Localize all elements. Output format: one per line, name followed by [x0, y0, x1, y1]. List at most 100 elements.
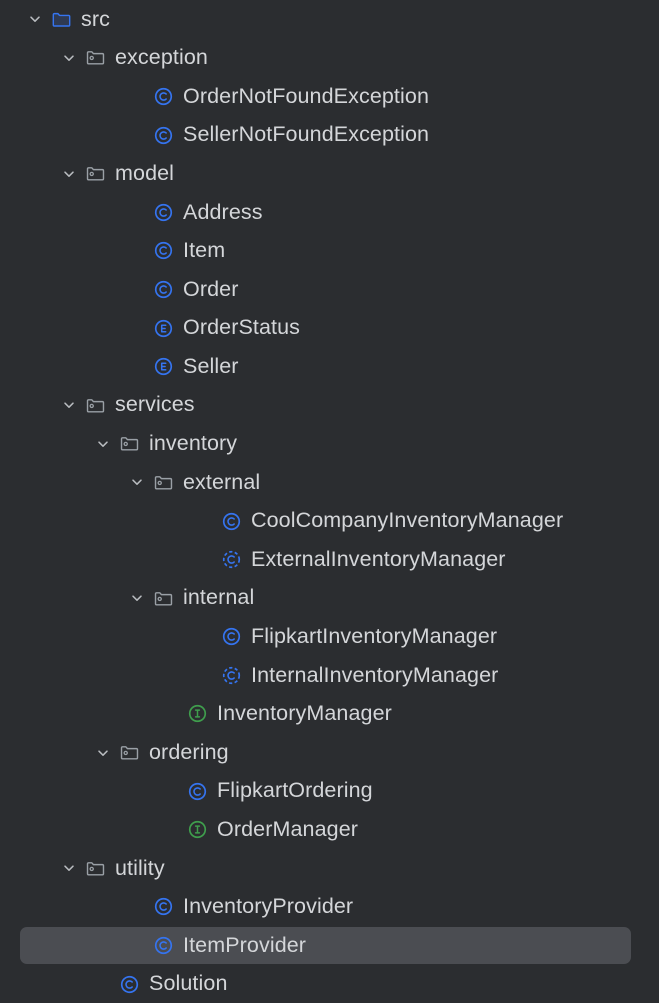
tree-row[interactable]: services — [0, 386, 659, 425]
tree-row[interactable]: ItemProvider — [0, 926, 659, 965]
chevron-down-icon[interactable] — [58, 394, 80, 416]
tree-row[interactable]: SellerNotFoundException — [0, 116, 659, 155]
indent-spacer — [0, 559, 194, 560]
tree-row[interactable]: OrderStatus — [0, 309, 659, 348]
tree-row-label: external — [183, 469, 261, 494]
tree-row-content: Order — [0, 270, 238, 309]
indent-spacer — [0, 636, 194, 637]
package-folder-icon — [84, 394, 106, 416]
tree-row[interactable]: FlipkartOrdering — [0, 772, 659, 811]
class-icon — [186, 780, 208, 802]
tree-row[interactable]: exception — [0, 39, 659, 78]
chevron-placeholder — [194, 510, 216, 532]
tree-row[interactable]: inventory — [0, 425, 659, 464]
class-icon — [152, 85, 174, 107]
indent-spacer — [0, 598, 126, 599]
tree-row[interactable]: ordering — [0, 733, 659, 772]
indent-spacer — [0, 328, 126, 329]
indent-spacer — [0, 289, 126, 290]
package-folder-icon — [118, 433, 140, 455]
chevron-down-icon[interactable] — [58, 857, 80, 879]
chevron-down-icon[interactable] — [92, 433, 114, 455]
chevron-placeholder — [160, 703, 182, 725]
indent-spacer — [0, 906, 126, 907]
class-icon — [220, 510, 242, 532]
chevron-placeholder — [126, 356, 148, 378]
tree-row[interactable]: external — [0, 463, 659, 502]
indent-spacer — [0, 96, 126, 97]
chevron-placeholder — [160, 780, 182, 802]
class-icon — [220, 626, 242, 648]
tree-row-content: InventoryManager — [0, 695, 392, 734]
chevron-placeholder — [194, 664, 216, 686]
interface-icon — [186, 703, 208, 725]
class-icon — [152, 278, 174, 300]
tree-row[interactable]: InventoryManager — [0, 695, 659, 734]
tree-row-label: Address — [183, 199, 263, 224]
chevron-down-icon[interactable] — [126, 471, 148, 493]
source-folder-icon — [50, 8, 72, 30]
tree-row[interactable]: model — [0, 154, 659, 193]
indent-spacer — [0, 57, 58, 58]
tree-row[interactable]: Seller — [0, 347, 659, 386]
tree-row-content: InternalInventoryManager — [0, 656, 498, 695]
tree-row-content: Seller — [0, 347, 239, 386]
indent-spacer — [0, 443, 92, 444]
tree-row-label: InventoryProvider — [183, 894, 354, 919]
tree-row[interactable]: OrderManager — [0, 810, 659, 849]
tree-row[interactable]: Item — [0, 232, 659, 271]
tree-row-label: services — [115, 392, 195, 417]
chevron-down-icon[interactable] — [92, 742, 114, 764]
chevron-placeholder — [126, 201, 148, 223]
tree-row[interactable]: utility — [0, 849, 659, 888]
package-folder-icon — [152, 471, 174, 493]
tree-row-content: Address — [0, 193, 263, 232]
tree-row-label: Item — [183, 238, 226, 263]
tree-row-content: utility — [0, 849, 165, 888]
tree-row[interactable]: InternalInventoryManager — [0, 656, 659, 695]
tree-row[interactable]: CoolCompanyInventoryManager — [0, 502, 659, 541]
enum-icon — [152, 317, 174, 339]
tree-row-content: services — [0, 386, 195, 425]
tree-row[interactable]: internal — [0, 579, 659, 618]
tree-row-label: Solution — [149, 971, 228, 996]
indent-spacer — [0, 173, 58, 174]
indent-spacer — [0, 675, 194, 676]
chevron-down-icon[interactable] — [58, 163, 80, 185]
tree-row[interactable]: OrderNotFoundException — [0, 77, 659, 116]
indent-spacer — [0, 752, 92, 753]
tree-row-label: OrderManager — [217, 817, 359, 842]
tree-row-label: utility — [115, 855, 165, 880]
class-icon — [152, 896, 174, 918]
tree-row-content: SellerNotFoundException — [0, 116, 429, 155]
tree-row[interactable]: Solution — [0, 965, 659, 1003]
tree-row-label: InventoryManager — [217, 701, 392, 726]
indent-spacer — [0, 945, 126, 946]
indent-spacer — [0, 791, 160, 792]
chevron-placeholder — [126, 278, 148, 300]
chevron-placeholder — [126, 124, 148, 146]
chevron-down-icon[interactable] — [126, 587, 148, 609]
tree-row-label: SellerNotFoundException — [183, 122, 430, 147]
tree-row[interactable]: Address — [0, 193, 659, 232]
tree-row-label: ItemProvider — [183, 932, 307, 957]
indent-spacer — [0, 250, 126, 251]
tree-row-content: Item — [0, 232, 225, 271]
chevron-placeholder — [160, 819, 182, 841]
tree-row-content: exception — [0, 39, 208, 78]
abstract-class-icon — [220, 664, 242, 686]
tree-row[interactable]: FlipkartInventoryManager — [0, 618, 659, 657]
tree-row-content: model — [0, 154, 174, 193]
indent-spacer — [0, 868, 58, 869]
chevron-placeholder — [126, 240, 148, 262]
chevron-down-icon[interactable] — [24, 8, 46, 30]
tree-row[interactable]: src — [0, 0, 659, 39]
indent-spacer — [0, 212, 126, 213]
chevron-down-icon[interactable] — [58, 47, 80, 69]
tree-row[interactable]: ExternalInventoryManager — [0, 540, 659, 579]
tree-row[interactable]: Order — [0, 270, 659, 309]
tree-row-label: OrderNotFoundException — [183, 83, 429, 108]
tree-row[interactable]: InventoryProvider — [0, 888, 659, 927]
tree-row-content: ExternalInventoryManager — [0, 540, 506, 579]
